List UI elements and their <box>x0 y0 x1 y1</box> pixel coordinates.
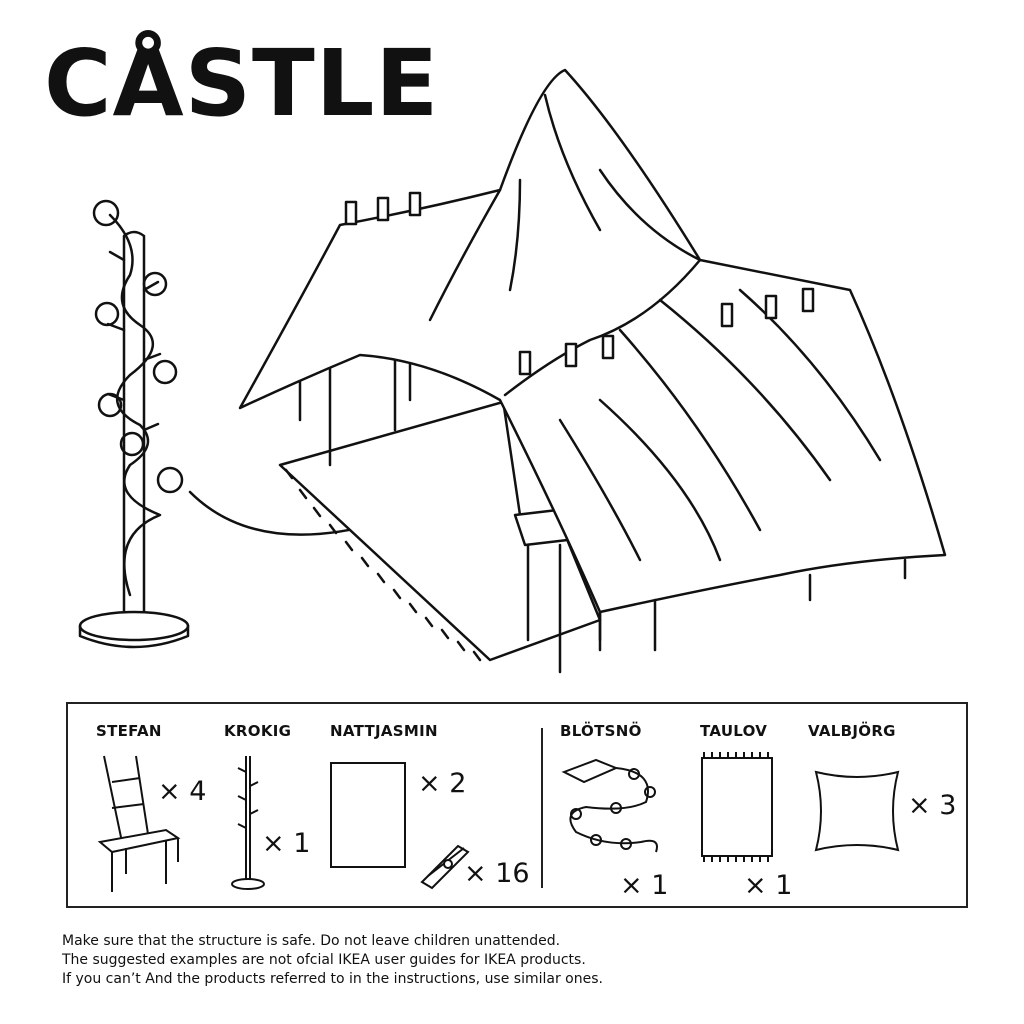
part-name-taulov: TAULOV <box>700 722 768 740</box>
string-lights-icon <box>561 758 658 853</box>
qty-taulov: × 1 <box>744 870 793 901</box>
qty-stefan: × 4 <box>158 776 207 807</box>
part-name-blotsno: BLÖTSNÖ <box>560 722 642 740</box>
footer-line: The suggested examples are not ofcial IK… <box>62 952 586 968</box>
cushion-icon <box>814 770 900 852</box>
qty-valbjorg: × 3 <box>908 790 957 821</box>
rug-icon <box>701 752 773 862</box>
qty-krokig: × 1 <box>262 828 311 859</box>
page-title: CÅSTLE <box>44 30 440 137</box>
footer-line: If you can’t And the products referred t… <box>62 971 603 987</box>
parts-list-box <box>66 702 968 908</box>
footer-line: Make sure that the structure is safe. Do… <box>62 933 561 949</box>
coat-stand-icon <box>231 756 265 890</box>
qty-clothespin: × 16 <box>464 858 530 889</box>
qty-blotsno: × 1 <box>620 870 669 901</box>
footer-disclaimer: Make sure that the structure is safe. Do… <box>62 932 603 989</box>
part-name-valbjorg: VALBJÖRG <box>808 722 896 740</box>
clothespin-icon <box>344 191 815 376</box>
coat-stand-lights-icon <box>78 199 190 649</box>
sheet-icon <box>330 762 406 868</box>
fort-illustration <box>78 68 947 674</box>
part-name-krokig: KROKIG <box>224 722 292 740</box>
part-name-nattjasmin: NATTJASMIN <box>330 722 438 740</box>
qty-nattjasmin: × 2 <box>418 768 467 799</box>
chair-icon <box>97 755 181 892</box>
clothespin-icon <box>420 844 470 890</box>
parts-divider <box>541 728 543 888</box>
sheet-icon <box>238 68 947 652</box>
part-name-stefan: STEFAN <box>96 722 162 740</box>
